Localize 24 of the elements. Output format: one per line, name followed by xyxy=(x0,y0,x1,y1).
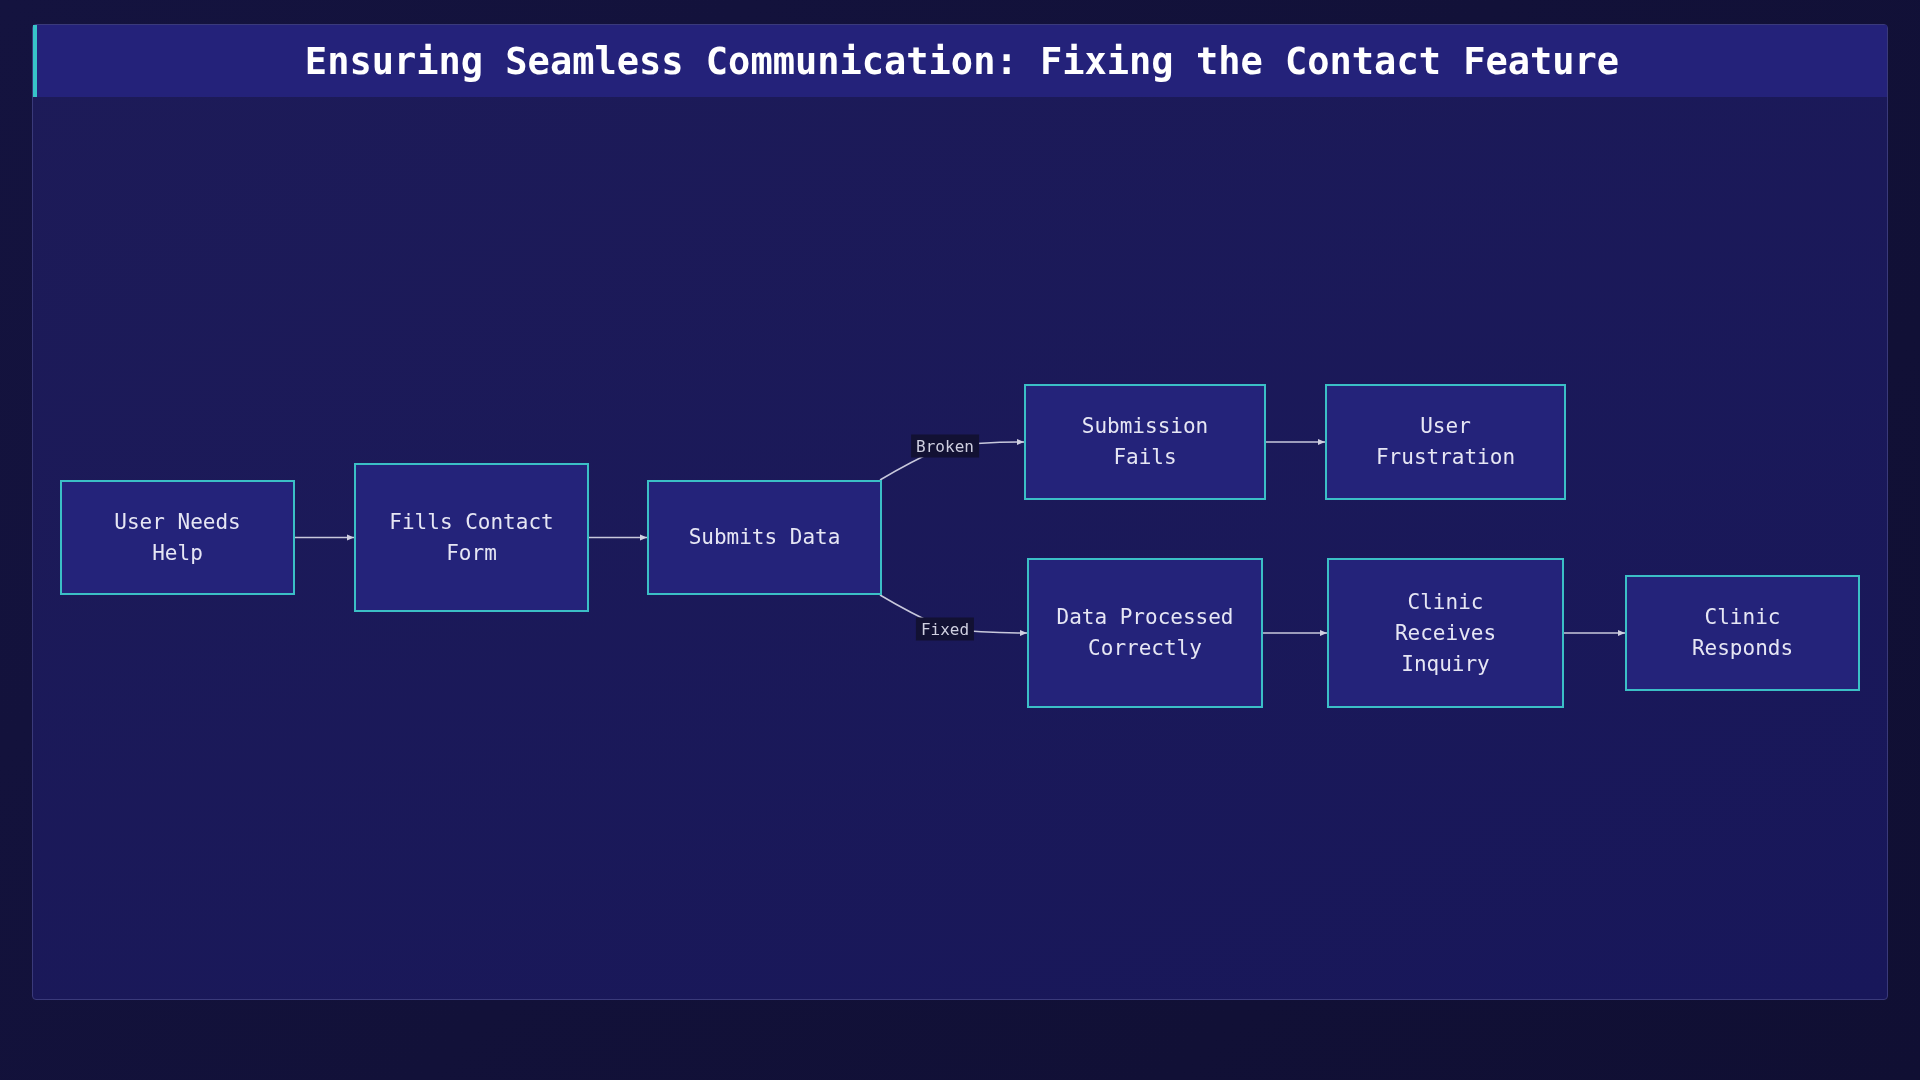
edge-label: Fixed xyxy=(915,617,975,641)
node-label: Clinic Receives Inquiry xyxy=(1393,588,1498,678)
arrow xyxy=(294,534,355,541)
node-label: Data Processed Correctly xyxy=(1055,604,1235,662)
node-label: User Needs Help xyxy=(113,508,242,567)
node-label: Submission Fails xyxy=(1080,413,1210,471)
title: Ensuring Seamless Communication: Fixing the Contact Feature xyxy=(304,39,1620,83)
process-box xyxy=(354,463,589,612)
process-box xyxy=(1027,558,1263,708)
process-box xyxy=(60,480,295,595)
arrow xyxy=(588,534,648,541)
process-box xyxy=(1325,384,1566,500)
arrow xyxy=(1265,439,1326,445)
node-label: User Frustration xyxy=(1374,413,1517,471)
process-box xyxy=(1024,384,1266,500)
process-box xyxy=(1625,575,1860,691)
node-label: Clinic Responds xyxy=(1690,604,1795,662)
arrow xyxy=(1563,630,1626,636)
process-box xyxy=(647,480,882,595)
arrow xyxy=(1262,630,1328,636)
process-box xyxy=(1327,558,1564,708)
edge-label: Broken xyxy=(911,434,979,458)
node-label: Submits Data xyxy=(688,524,841,551)
node-label: Fills Contact Form xyxy=(388,508,555,567)
